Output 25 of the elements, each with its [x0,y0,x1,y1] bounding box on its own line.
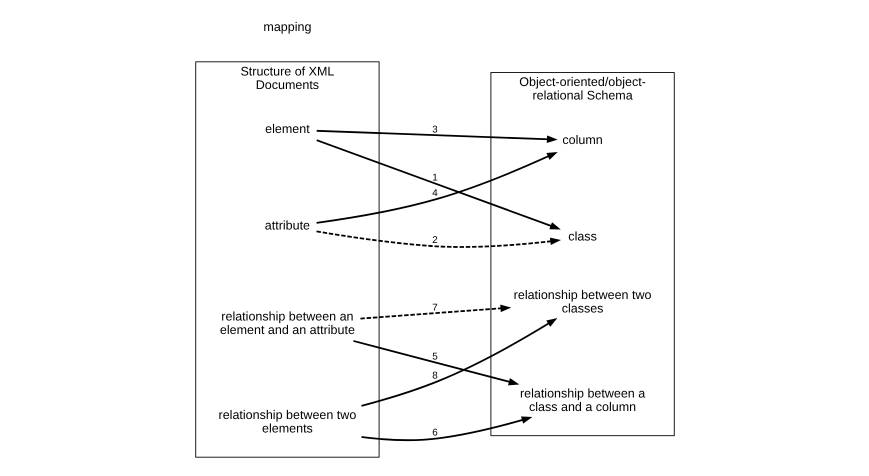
arrow [316,152,558,224]
arrow [316,230,561,248]
label: mapping [262,20,311,34]
node-text: attribute [264,218,310,233]
edge-label: 7 [432,302,438,314]
node-text: element [264,122,310,136]
node-text: relationship between an element and an attribute [219,309,354,337]
node-text: class [568,229,596,244]
arrow [316,139,560,230]
edge-label: 4 [432,188,438,199]
edge-label: 1 [432,172,438,184]
node-text: relationship between two elements [218,408,356,436]
arrow [360,318,557,407]
edge-label: 8 [432,370,438,382]
arrow [316,130,558,143]
node-text: relationship between two classes [513,288,651,316]
arrow [352,340,519,386]
edge-label: 6 [432,427,438,438]
edge-label: 3 [432,124,438,136]
edge-label: 5 [432,351,438,362]
arrow [360,304,511,320]
arrow [360,416,532,442]
edge-label: 2 [432,235,438,246]
node-text: relationship between a class and a column [519,386,645,414]
node-text: column [562,132,602,147]
